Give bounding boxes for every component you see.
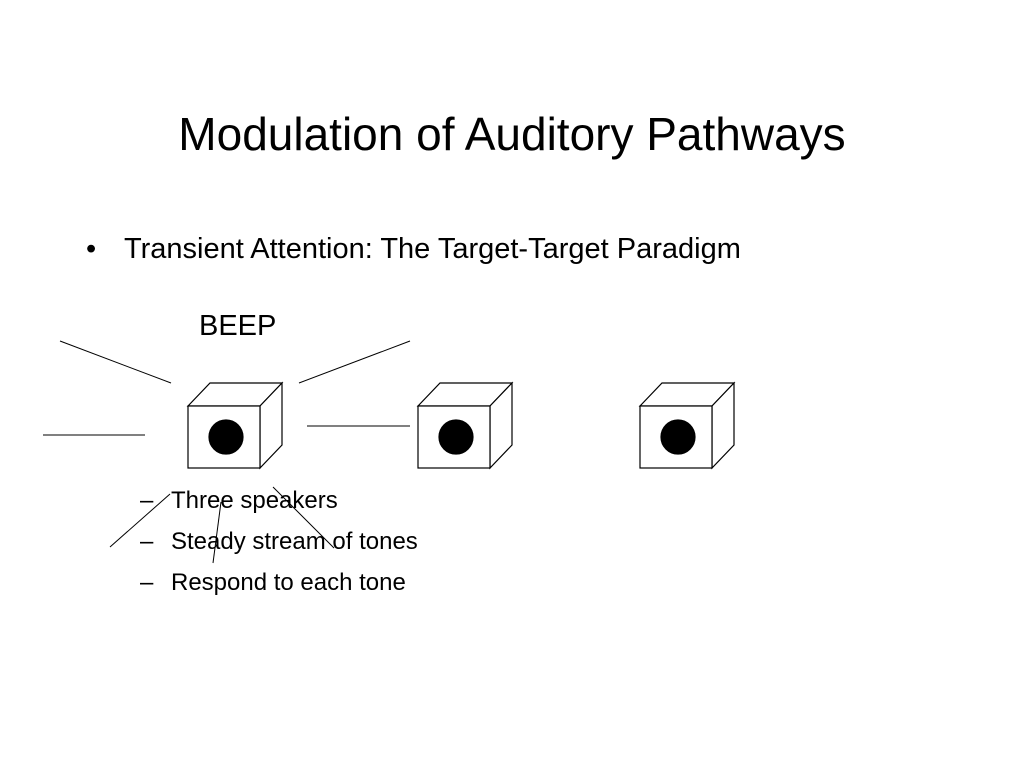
sub-bullet-text: Respond to each tone [171, 569, 406, 596]
dash-marker: – [140, 480, 171, 521]
sound-line-upper-right [299, 341, 410, 383]
sub-bullet-item: –Respond to each tone [140, 562, 418, 603]
dash-marker: – [140, 521, 171, 562]
speaker-1-cone-icon [209, 420, 243, 454]
sub-bullet-item: –Three speakers [140, 480, 418, 521]
speaker-2 [418, 383, 512, 468]
sub-bullet-text: Three speakers [171, 487, 338, 514]
speaker-3-cone-icon [661, 420, 695, 454]
sub-bullet-list: –Three speakers –Steady stream of tones … [140, 480, 418, 603]
dash-marker: – [140, 562, 171, 603]
sound-line-upper-left [60, 341, 171, 383]
sub-bullet-text: Steady stream of tones [171, 528, 418, 555]
speaker-3 [640, 383, 734, 468]
speaker-1 [188, 383, 282, 468]
speaker-2-cone-icon [439, 420, 473, 454]
sub-bullet-item: –Steady stream of tones [140, 521, 418, 562]
